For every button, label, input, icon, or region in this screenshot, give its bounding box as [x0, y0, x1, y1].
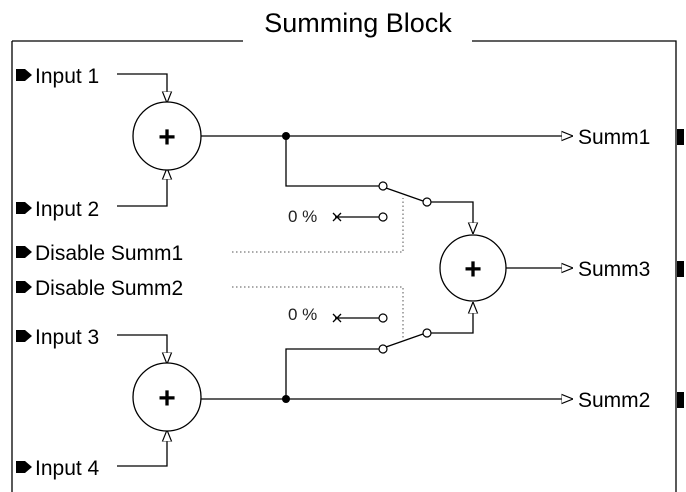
lower-zero-percent-label: 0 %	[288, 305, 317, 324]
switch-lower-blade	[385, 333, 424, 348]
summer-2-plus: +	[158, 382, 176, 415]
upper-zero-percent-label: 0 %	[288, 207, 317, 226]
wire-input4-summer2	[117, 430, 167, 467]
block-frame	[11, 40, 677, 492]
switch-upper-contact-a	[378, 181, 388, 191]
input-4-label: Input 4	[35, 457, 100, 480]
input-1-label: Input 1	[35, 65, 99, 88]
wire-upper-switch-summer3	[431, 201, 473, 234]
port-input-2[interactable]	[16, 202, 32, 214]
switch-lower-contact-a	[378, 344, 388, 354]
summ1-label: Summ1	[578, 126, 650, 149]
switch-upper-pivot	[422, 197, 432, 207]
summ3-label: Summ3	[578, 258, 650, 281]
switch-lower-contact-b	[378, 313, 388, 323]
input-2-label: Input 2	[35, 198, 99, 221]
disable-summ1-label: Disable Summ1	[35, 242, 183, 265]
wire-branch-upper	[285, 136, 379, 187]
wire-branch-lower	[285, 348, 379, 399]
port-input-1[interactable]	[16, 69, 32, 81]
switch-upper-contact-b	[378, 212, 388, 222]
wire-input1-summer1	[117, 73, 167, 103]
summer-2: +	[132, 362, 202, 432]
control-line-disable-summ2	[232, 286, 404, 338]
port-disable-summ2[interactable]	[16, 281, 32, 293]
summer-1: +	[132, 101, 202, 171]
port-disable-summ1[interactable]	[16, 246, 32, 258]
lower-zero-source-x	[332, 313, 342, 323]
summ2-label: Summ2	[578, 389, 650, 412]
wire-input3-summer2	[117, 334, 167, 364]
disable-summ2-label: Disable Summ2	[35, 277, 183, 300]
wire-input2-summer1	[117, 168, 167, 207]
wire-lower-switch-summer3	[431, 302, 473, 334]
input-port-markers	[16, 69, 32, 473]
port-summ3[interactable]	[677, 261, 684, 277]
switch-lower-pivot	[422, 328, 432, 338]
summer-3: +	[439, 234, 507, 302]
port-input-3[interactable]	[16, 330, 32, 342]
port-summ2[interactable]	[677, 392, 684, 408]
port-summ1[interactable]	[677, 129, 684, 145]
switch-upper-blade	[385, 187, 424, 202]
input-3-label: Input 3	[35, 326, 99, 349]
upper-zero-source-x	[332, 212, 342, 222]
summer-1-plus: +	[158, 121, 176, 154]
control-line-disable-summ1	[232, 198, 404, 253]
port-input-4[interactable]	[16, 461, 32, 473]
block-title: Summing Block	[264, 8, 452, 38]
summer-3-plus: +	[464, 253, 482, 286]
